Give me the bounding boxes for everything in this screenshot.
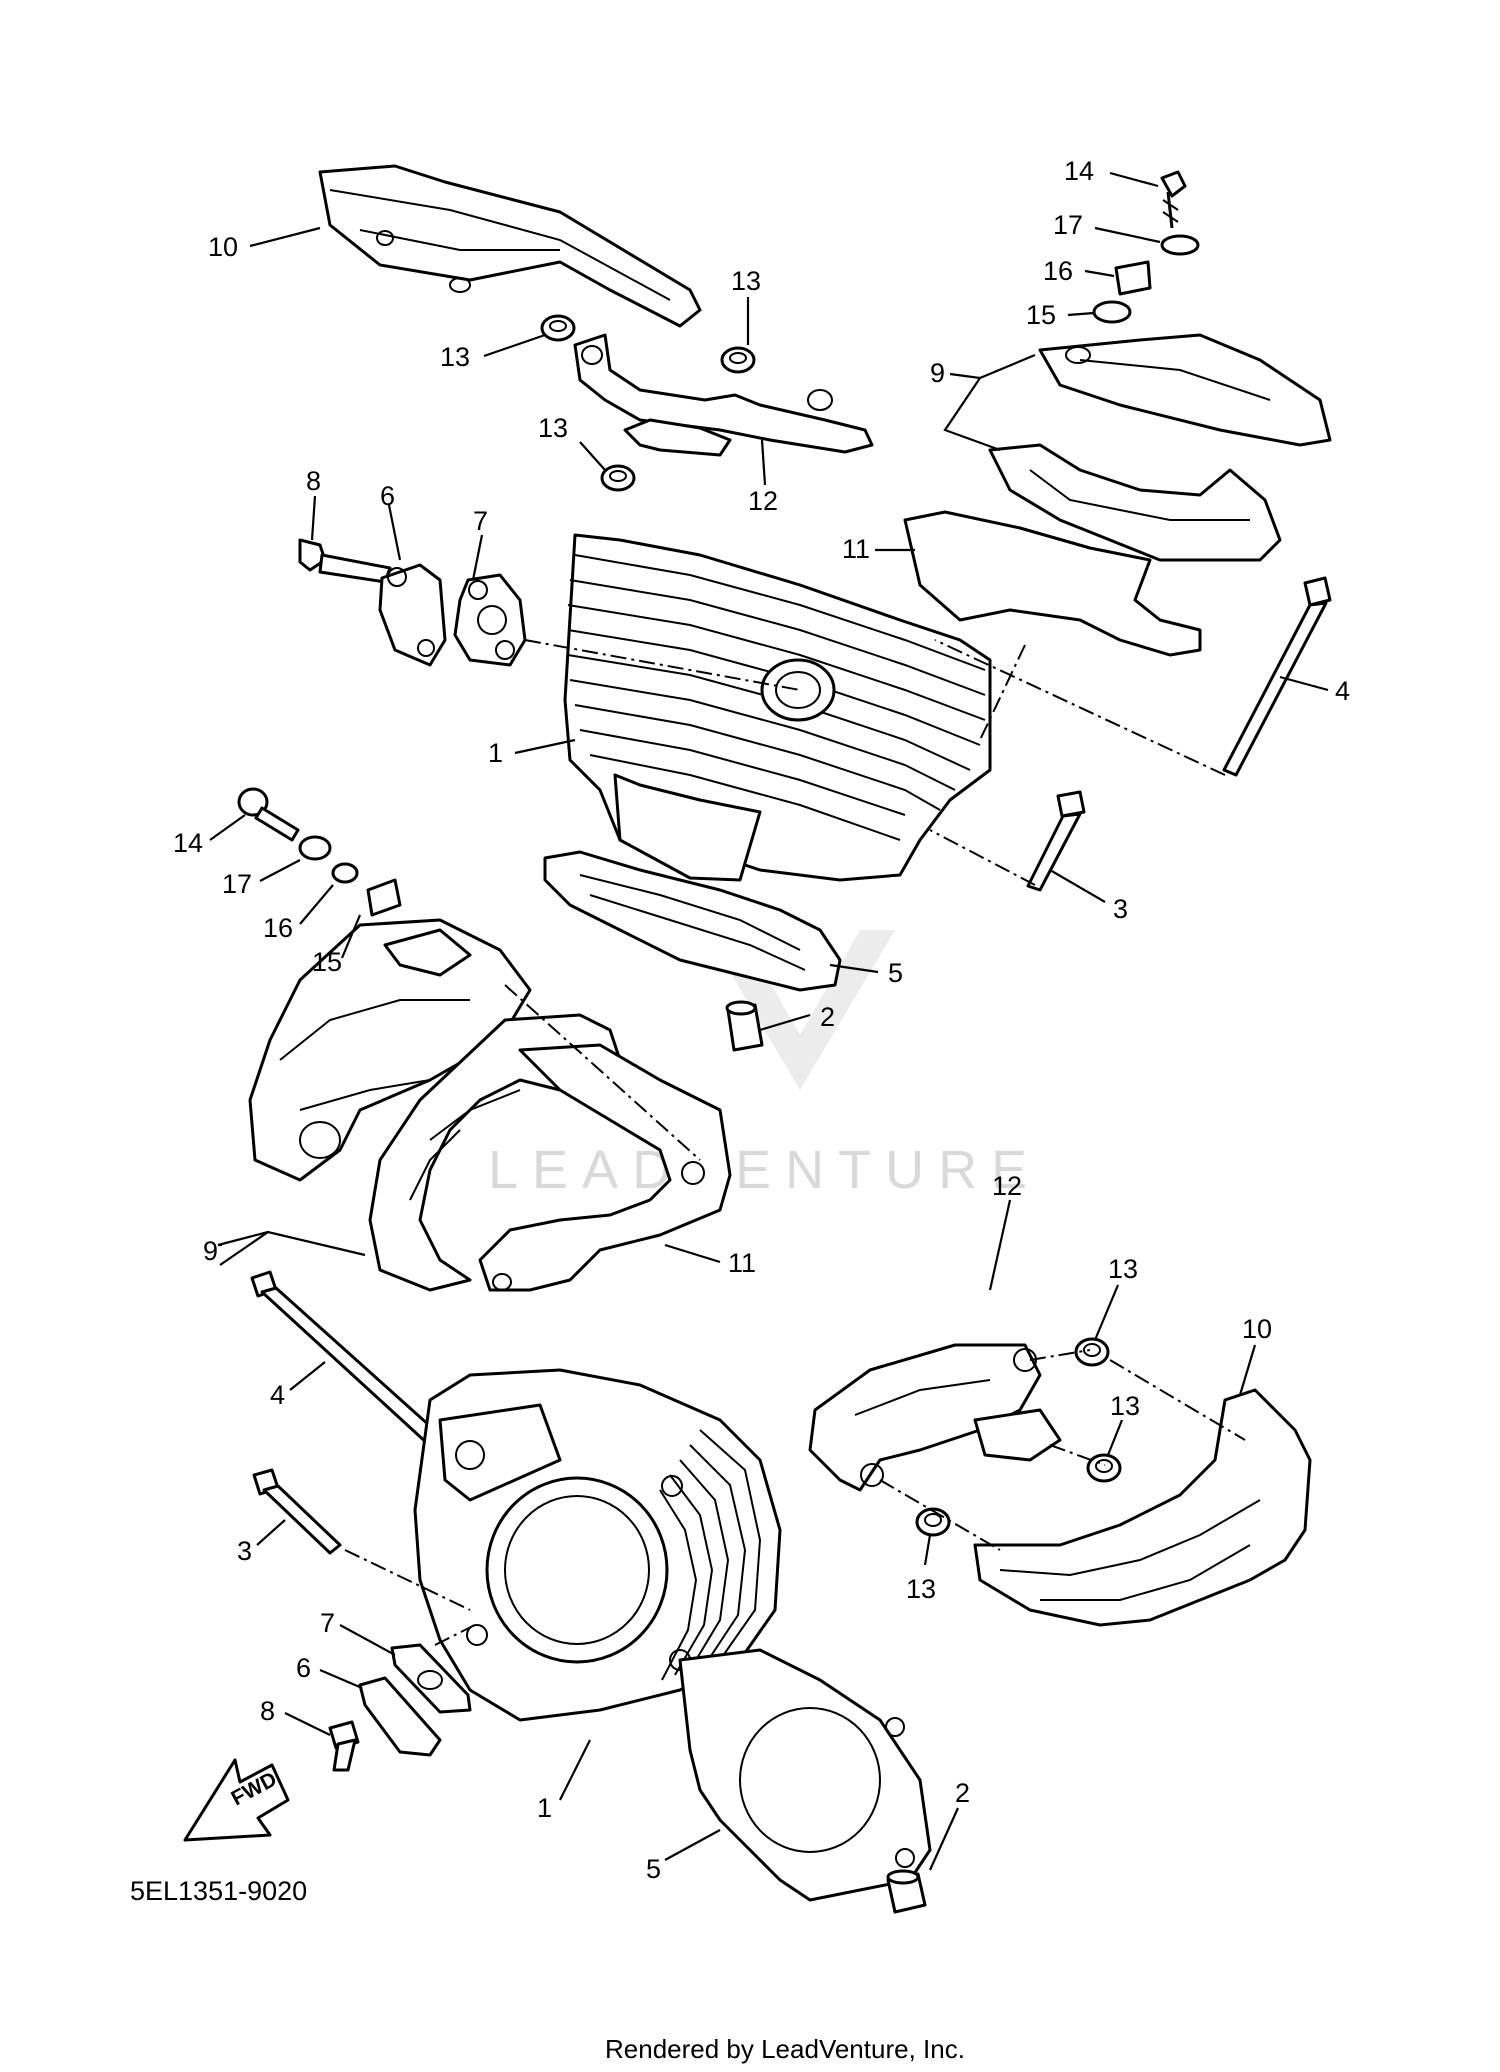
part-4-upper-bolt bbox=[1222, 576, 1332, 777]
part-1-lower-cylinder bbox=[413, 1368, 782, 1722]
callout-13: 13 bbox=[1110, 1391, 1140, 1421]
centerlines bbox=[344, 639, 1246, 1646]
part-10-lower-cover bbox=[973, 1388, 1312, 1627]
part-6-7-8-lower bbox=[328, 1643, 472, 1772]
footer-credit: Rendered by LeadVenture, Inc. bbox=[605, 2034, 965, 2064]
callout-17: 17 bbox=[1053, 210, 1083, 240]
part-11-upper-gasket bbox=[903, 510, 1202, 657]
callout-10: 10 bbox=[1242, 1314, 1272, 1344]
part-4-lower-bolt bbox=[250, 1270, 442, 1446]
part-12-upper-bracket bbox=[573, 333, 874, 457]
callout-9: 9 bbox=[203, 1236, 218, 1266]
fwd-arrow: FWD bbox=[183, 1758, 290, 1842]
part-9-upper-cover bbox=[988, 333, 1332, 562]
part-11-middle-gasket bbox=[478, 1043, 732, 1292]
part-2-upper-dowel bbox=[725, 1000, 764, 1052]
callout-7: 7 bbox=[473, 506, 488, 536]
callout-13: 13 bbox=[906, 1574, 936, 1604]
leader-lines bbox=[209, 171, 1329, 1871]
callout-13: 13 bbox=[731, 266, 761, 296]
callout-13: 13 bbox=[440, 342, 470, 372]
callout-3: 3 bbox=[237, 1536, 252, 1566]
part-3-upper-bolt bbox=[1026, 790, 1086, 892]
callout-15: 15 bbox=[312, 947, 342, 977]
callout-1: 1 bbox=[488, 738, 503, 768]
callouts: 10 13 13 13 12 14 17 16 15 9 11 8 6 7 1 … bbox=[173, 156, 1350, 1884]
callout-5: 5 bbox=[888, 958, 903, 988]
callout-15: 15 bbox=[1026, 300, 1056, 330]
callout-2: 2 bbox=[955, 1778, 970, 1808]
callout-2: 2 bbox=[820, 1002, 835, 1032]
part-5-upper-gasket bbox=[543, 850, 842, 992]
callout-13: 13 bbox=[1108, 1254, 1138, 1284]
callout-16: 16 bbox=[263, 913, 293, 943]
callout-10: 10 bbox=[208, 232, 238, 262]
part-1-upper-cylinder bbox=[563, 533, 992, 882]
callout-11: 11 bbox=[842, 534, 870, 564]
callout-12: 12 bbox=[992, 1171, 1022, 1201]
part-2-lower-dowel bbox=[886, 1869, 927, 1914]
callout-6: 6 bbox=[380, 481, 395, 511]
part-6-7-8-upper bbox=[298, 538, 527, 667]
callout-8: 8 bbox=[260, 1696, 275, 1726]
part-13-lower-grommets bbox=[915, 1337, 1122, 1537]
part-12-lower-bracket bbox=[808, 1343, 1062, 1492]
diagram-code: 5EL1351-9020 bbox=[130, 1876, 307, 1906]
callout-1: 1 bbox=[537, 1793, 552, 1823]
callout-4: 4 bbox=[1335, 676, 1350, 706]
callout-12: 12 bbox=[748, 486, 778, 516]
part-14-17-16-15-upper bbox=[1092, 170, 1200, 324]
watermark-text: LEADVENTURE bbox=[488, 1140, 1041, 1200]
callout-11: 11 bbox=[728, 1248, 756, 1278]
callout-8: 8 bbox=[306, 466, 321, 496]
callout-4: 4 bbox=[270, 1380, 285, 1410]
callout-9: 9 bbox=[930, 358, 945, 388]
part-14-17-16-15-left bbox=[237, 787, 402, 917]
callout-17: 17 bbox=[222, 869, 252, 899]
callout-3: 3 bbox=[1113, 894, 1128, 924]
callout-7: 7 bbox=[320, 1608, 335, 1638]
callout-5: 5 bbox=[646, 1854, 661, 1884]
callout-16: 16 bbox=[1043, 256, 1073, 286]
callout-13: 13 bbox=[538, 413, 568, 443]
part-10-upper-cover bbox=[318, 164, 702, 328]
part-5-lower-gasket bbox=[678, 1648, 932, 1902]
callout-14: 14 bbox=[173, 828, 203, 858]
callout-14: 14 bbox=[1064, 156, 1094, 186]
part-13-upper-grommets bbox=[540, 314, 756, 492]
part-3-lower-bolt bbox=[252, 1468, 342, 1555]
callout-6: 6 bbox=[296, 1653, 311, 1683]
